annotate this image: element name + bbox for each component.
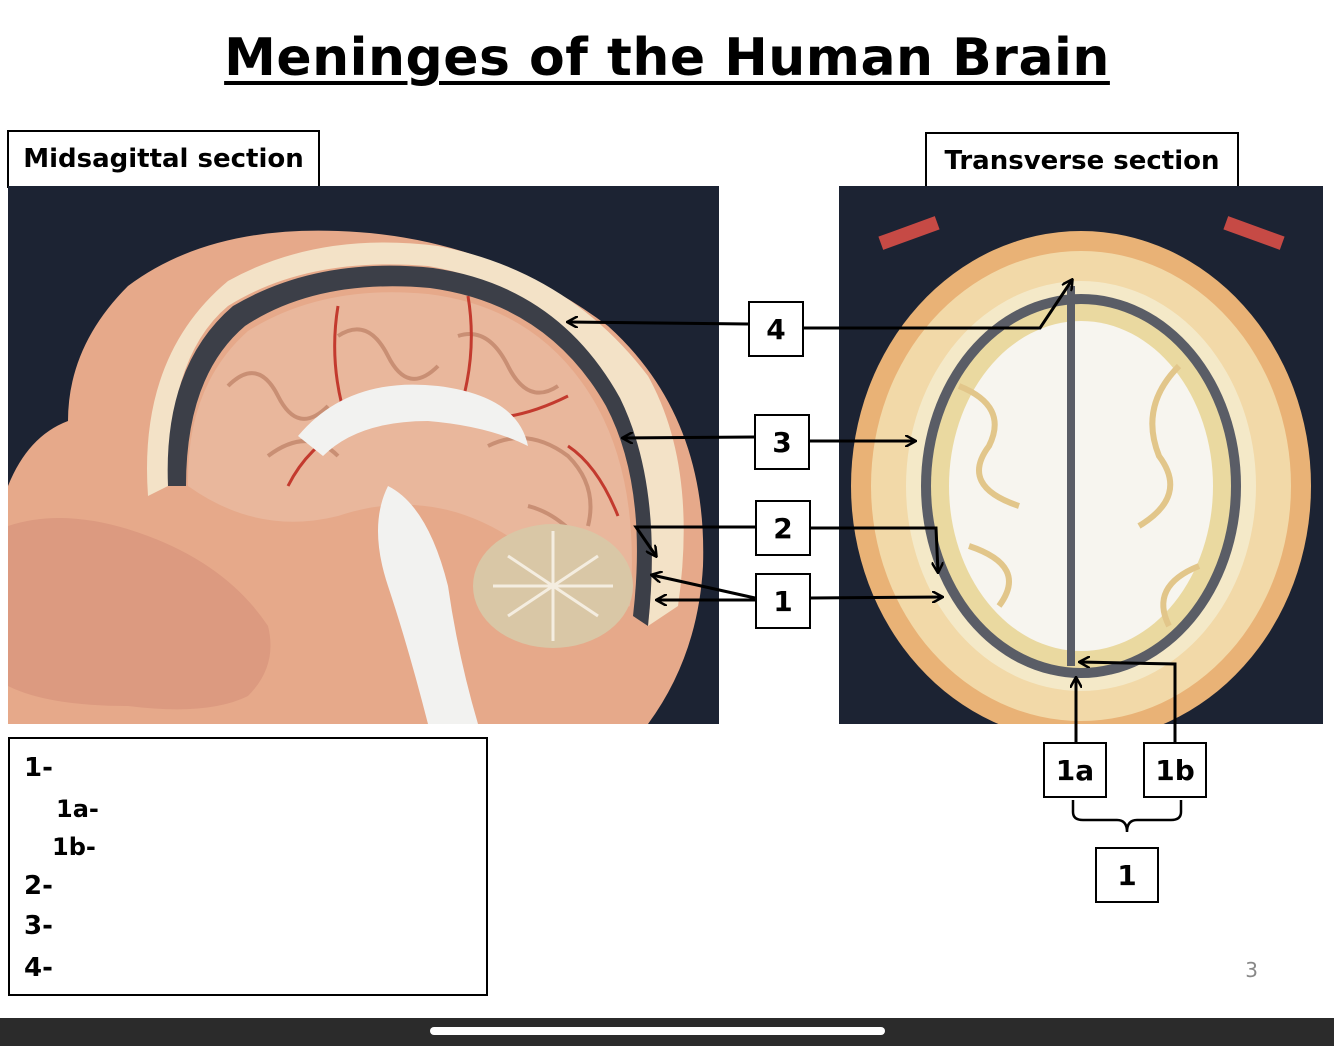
- callout-1b-text: 1b: [1155, 753, 1195, 787]
- midsagittal-brain-image: [8, 186, 719, 724]
- legend-item-4: 4-: [24, 953, 53, 983]
- transverse-section-label: Transverse section: [925, 132, 1239, 190]
- callout-1a: 1a: [1043, 742, 1107, 798]
- midsagittal-section-label: Midsagittal section: [7, 130, 320, 188]
- arrow-1-left-upper: [652, 575, 756, 600]
- midsagittal-label-text: Midsagittal section: [23, 144, 304, 174]
- callout-1: 1: [755, 573, 811, 629]
- arrow-1b: [1080, 662, 1177, 742]
- arrow-4-left: [568, 322, 749, 324]
- callout-2: 2: [755, 500, 811, 556]
- home-indicator[interactable]: [430, 1027, 885, 1035]
- callout-4-text: 4: [766, 312, 786, 346]
- arrow-3-left: [623, 437, 755, 438]
- arrow-2-right: [811, 526, 938, 572]
- callout-1b: 1b: [1143, 742, 1207, 798]
- legend-item-1b: 1b-: [52, 833, 96, 861]
- callout-2-text: 2: [773, 511, 793, 545]
- callout-1a-text: 1a: [1055, 753, 1095, 787]
- legend-item-3: 3-: [24, 911, 53, 941]
- transverse-label-text: Transverse section: [944, 146, 1220, 176]
- page-title: Meninges of the Human Brain: [224, 28, 1110, 88]
- legend-item-1: 1-: [24, 753, 53, 783]
- callout-3-text: 3: [772, 425, 792, 459]
- arrow-1-right: [810, 597, 942, 598]
- legend-item-1a: 1a-: [56, 795, 99, 823]
- legend-item-2: 2-: [24, 871, 53, 901]
- callout-1-group-text: 1: [1117, 858, 1137, 892]
- arrow-4-right: [804, 280, 1072, 330]
- callout-4: 4: [748, 301, 804, 357]
- arrow-2-left: [633, 525, 755, 556]
- callout-1-text: 1: [773, 584, 793, 618]
- answer-legend: 1- 1a- 1b- 2- 3- 4-: [8, 737, 488, 996]
- callout-1-group: 1: [1095, 847, 1159, 903]
- transverse-brain-image: [839, 186, 1323, 724]
- callout-3: 3: [754, 414, 810, 470]
- page-number: 3: [1245, 958, 1258, 982]
- bracket-1: [1071, 800, 1183, 833]
